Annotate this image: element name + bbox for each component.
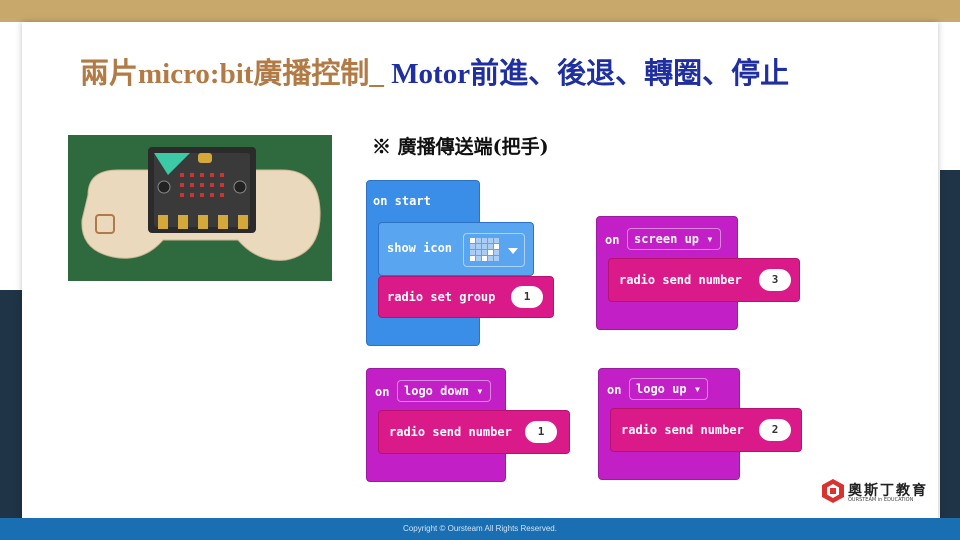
slide-title: 兩片micro:bit廣播控制_ Motor前進、後退、轉圈、停止 — [80, 50, 910, 92]
screen-up-event: screen up — [634, 232, 700, 246]
send-number-input[interactable]: 2 — [759, 419, 791, 441]
right-decor-panel — [940, 170, 960, 520]
group-number-input[interactable]: 1 — [511, 286, 543, 308]
title-part-main: 兩片micro:bit廣播控制_ — [80, 58, 392, 90]
radio-send-label: radio send number — [389, 425, 512, 439]
icon-picker-dropdown[interactable] — [463, 233, 525, 267]
section-subtitle: ※ 廣播傳送端(把手) — [372, 136, 549, 158]
logo-down-dropdown[interactable]: logo down ▾ — [397, 380, 491, 402]
controller-illustration — [68, 135, 332, 281]
top-accent-band — [0, 0, 960, 22]
radio-send-label: radio send number — [619, 273, 742, 287]
logo-up-event: logo up — [636, 382, 687, 396]
radio-send-3-block[interactable]: radio send number 3 — [608, 258, 800, 302]
radio-send-label: radio send number — [621, 423, 744, 437]
screen-up-dropdown[interactable]: screen up ▾ — [627, 228, 721, 250]
chevron-down-icon: ▾ — [476, 384, 484, 398]
radio-send-2-block[interactable]: radio send number 2 — [610, 408, 802, 452]
on-label: on — [607, 383, 622, 397]
on-label: on — [375, 385, 390, 399]
title-part-motor: Motor前進、後退、轉圈、停止 — [391, 58, 790, 90]
on-start-label: on start — [373, 194, 431, 208]
send-number-input[interactable]: 1 — [525, 421, 557, 443]
send-number-input[interactable]: 3 — [759, 269, 791, 291]
logo-up-dropdown[interactable]: logo up ▾ — [629, 378, 709, 400]
show-icon-label: show icon — [387, 241, 453, 255]
radio-send-1-block[interactable]: radio send number 1 — [378, 410, 570, 454]
oursteam-logo-icon — [822, 479, 844, 503]
dropdown-caret-icon — [508, 248, 518, 254]
controller-photo — [68, 135, 332, 281]
radio-set-group-label: radio set group — [387, 290, 496, 304]
brand-name: 奧斯丁教育 — [848, 483, 928, 499]
chevron-down-icon: ▾ — [706, 232, 714, 246]
chevron-down-icon: ▾ — [693, 382, 702, 396]
brand-tagline: OURSTEAM in EDUCATION — [848, 497, 914, 503]
logo-down-event: logo down — [404, 384, 470, 398]
on-label: on — [605, 233, 620, 247]
left-decor-panel — [0, 290, 24, 520]
radio-set-group-block[interactable]: radio set group 1 — [378, 276, 554, 318]
footer-copyright: Copyright © Oursteam All Rights Reserved… — [0, 518, 960, 540]
icon-grid-preview — [470, 238, 518, 261]
show-icon-block[interactable]: show icon — [378, 222, 534, 276]
